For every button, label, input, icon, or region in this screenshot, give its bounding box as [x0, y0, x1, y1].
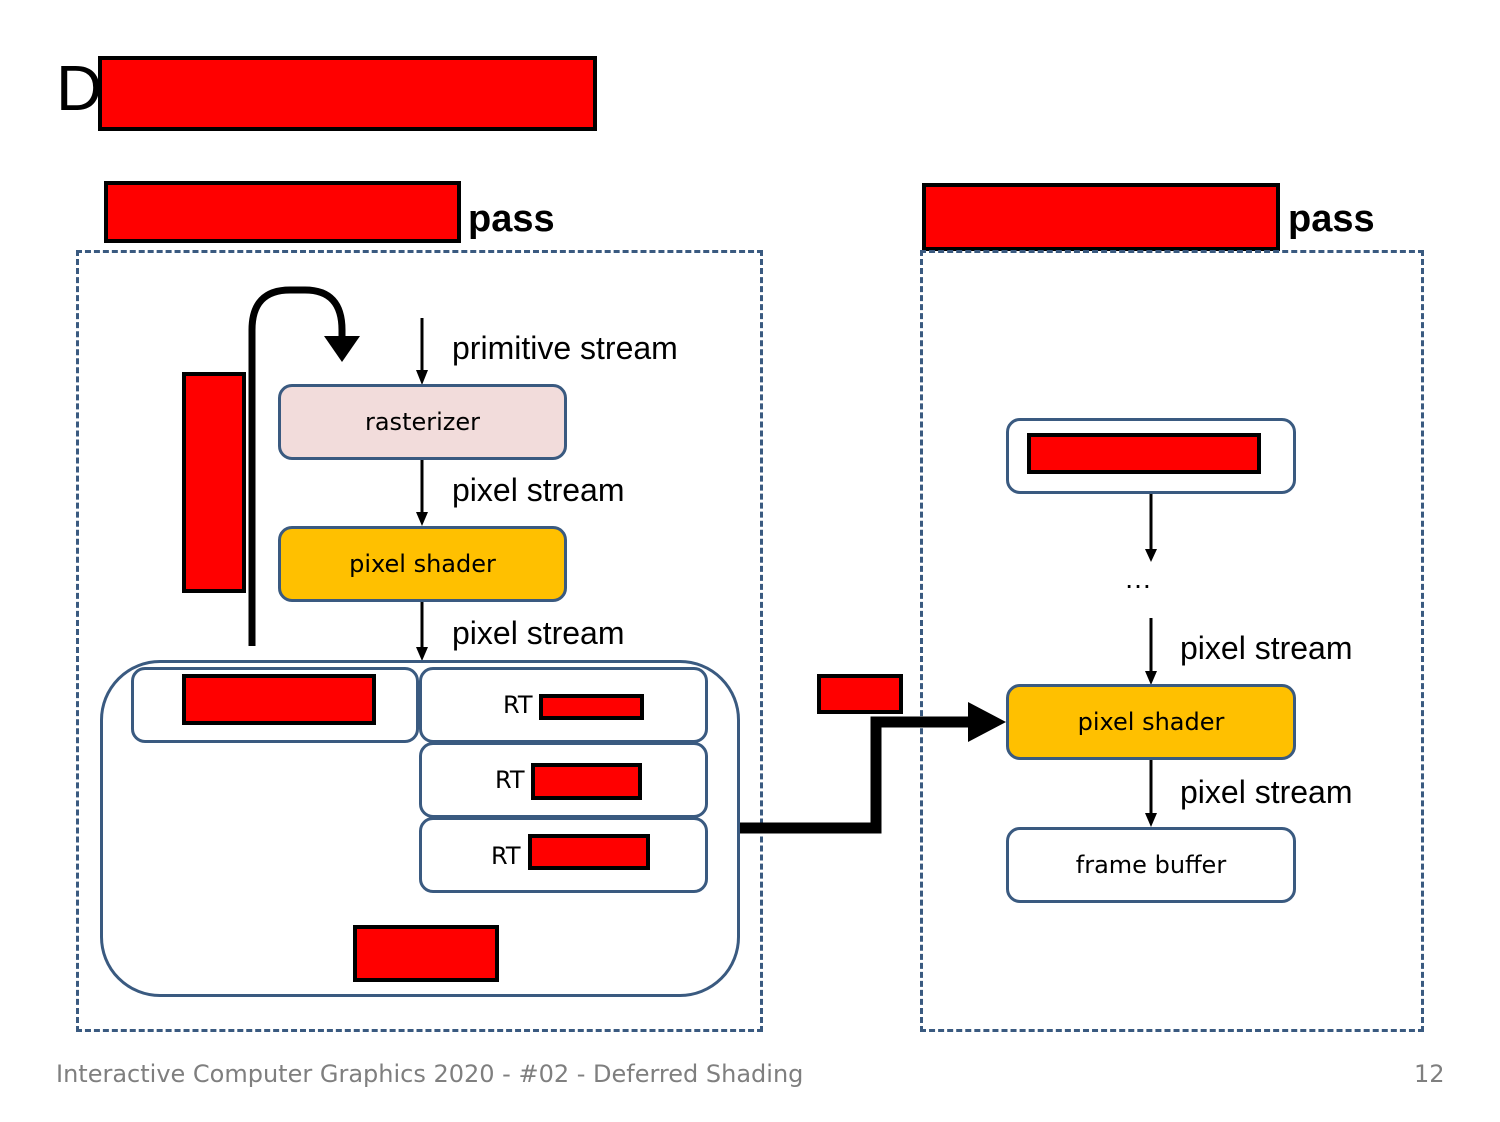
rt-label-2: RT — [495, 766, 525, 794]
right-top-arrow — [1145, 494, 1157, 562]
feedback-loop-arrow — [248, 286, 360, 646]
redacted-left-pass-name — [104, 181, 461, 243]
raster-to-shader-arrow — [416, 460, 428, 526]
redacted-connector-label — [817, 674, 903, 714]
redacted-title — [98, 56, 597, 131]
gbuffer-container — [100, 660, 740, 997]
gbuffer-to-shader-arrow — [740, 702, 1006, 834]
redacted-gbuffer-label — [353, 925, 499, 982]
rt-label-1: RT — [503, 691, 533, 719]
pixel-shader-node: pixel shader — [278, 526, 567, 602]
redacted-depth-label — [182, 674, 376, 725]
left-pass-label: pass — [468, 198, 555, 240]
redacted-right-input-label — [1027, 433, 1261, 474]
redacted-rt-2 — [531, 763, 642, 800]
ellipsis: … — [1124, 563, 1152, 594]
redacted-rt-3 — [528, 834, 650, 870]
pixel-stream-label-1: pixel stream — [452, 472, 625, 508]
frame-buffer-node: frame buffer — [1006, 827, 1296, 903]
right-pixel-stream-label-2: pixel stream — [1180, 774, 1353, 810]
primitive-stream-label: primitive stream — [452, 330, 678, 366]
rasterizer-node: rasterizer — [278, 384, 567, 460]
slide-title-prefix: D — [56, 52, 103, 124]
footer-page-number: 12 — [1414, 1060, 1445, 1088]
primitive-stream-arrow — [416, 318, 428, 385]
right-pass-label: pass — [1288, 198, 1375, 240]
right-shader-to-framebuffer-arrow — [1145, 760, 1157, 827]
right-stream-arrow — [1145, 618, 1157, 685]
right-pixel-stream-label-1: pixel stream — [1180, 630, 1353, 666]
redacted-rt-1 — [539, 694, 644, 720]
rt-label-3: RT — [491, 842, 521, 870]
right-pixel-shader-node: pixel shader — [1006, 684, 1296, 760]
left-pass-box — [76, 250, 763, 1032]
right-pass-box — [920, 250, 1424, 1032]
redacted-loop-label — [182, 372, 246, 593]
footer-course-title: Interactive Computer Graphics 2020 - #02… — [56, 1060, 804, 1088]
redacted-right-pass-name — [922, 183, 1280, 251]
shader-to-gbuffer-arrow — [416, 602, 428, 661]
pixel-stream-label-2: pixel stream — [452, 615, 625, 651]
